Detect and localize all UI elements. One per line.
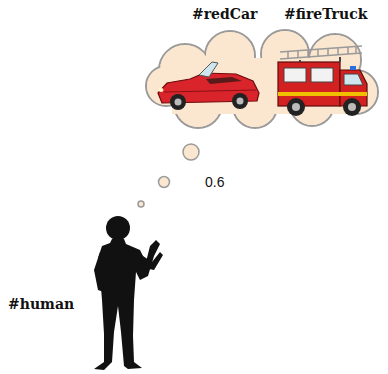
probability-value-holder: 0.6 [205,174,224,190]
human-silhouette [94,216,163,370]
object-tag: #redCar [192,6,257,22]
thought-dots [138,144,199,207]
red-car [158,62,259,110]
thought-cloud-outline [146,30,378,128]
object-tag: #fireTruck [284,6,367,22]
object-tag-holder: #redCar [192,6,257,22]
object-tag-holder: #fireTruck [284,6,367,22]
subject-tag-holder: #human [8,296,74,312]
subject-tag: #human [8,296,74,312]
thought-cloud-fill [147,31,377,127]
fire-truck [278,46,367,116]
probability-value: 0.6 [205,174,224,190]
